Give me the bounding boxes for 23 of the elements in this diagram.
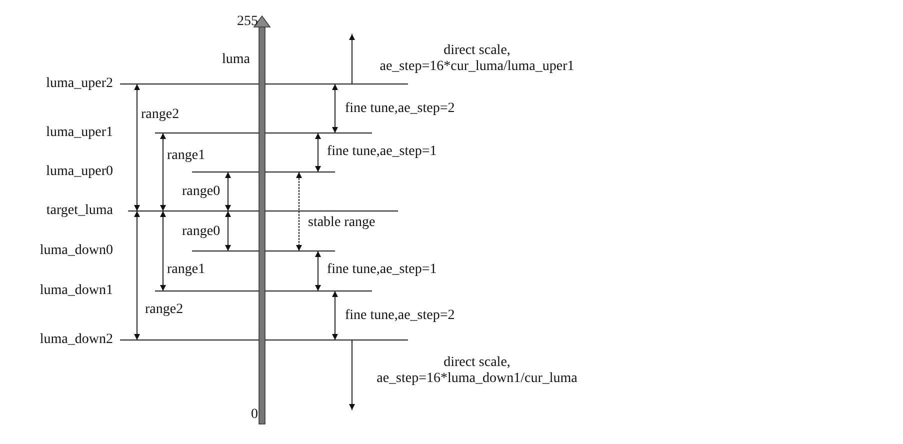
level-label: luma_uper0: [46, 164, 113, 180]
annotation: direct scale, ae_step=16*luma_down1/cur_luma: [376, 355, 578, 387]
range-label: range0: [182, 224, 220, 240]
range-label: range1: [167, 148, 206, 164]
annotation: fine tune,ae_step=1: [327, 144, 437, 160]
level-label: target_luma: [46, 203, 113, 219]
level-label: luma_uper2: [46, 76, 113, 92]
axis-min-label: 0: [251, 407, 258, 423]
annotation: stable range: [308, 215, 376, 231]
axis-max-label: 255: [237, 14, 258, 30]
level-label: luma_down1: [40, 283, 113, 299]
range-label: range2: [145, 302, 184, 318]
level-label: luma_down2: [40, 332, 113, 348]
level-label: luma_down0: [40, 243, 113, 259]
range-label: range2: [141, 107, 180, 123]
axis-title: luma: [222, 52, 250, 68]
range-label: range1: [167, 262, 206, 278]
annotation: fine tune,ae_step=1: [327, 262, 437, 278]
range-label: range0: [182, 184, 220, 200]
annotation: fine tune,ae_step=2: [345, 308, 455, 324]
annotation: direct scale, ae_step=16*cur_luma/luma_uper1: [378, 43, 576, 75]
annotation: fine tune,ae_step=2: [345, 101, 455, 117]
level-label: luma_uper1: [46, 125, 113, 141]
